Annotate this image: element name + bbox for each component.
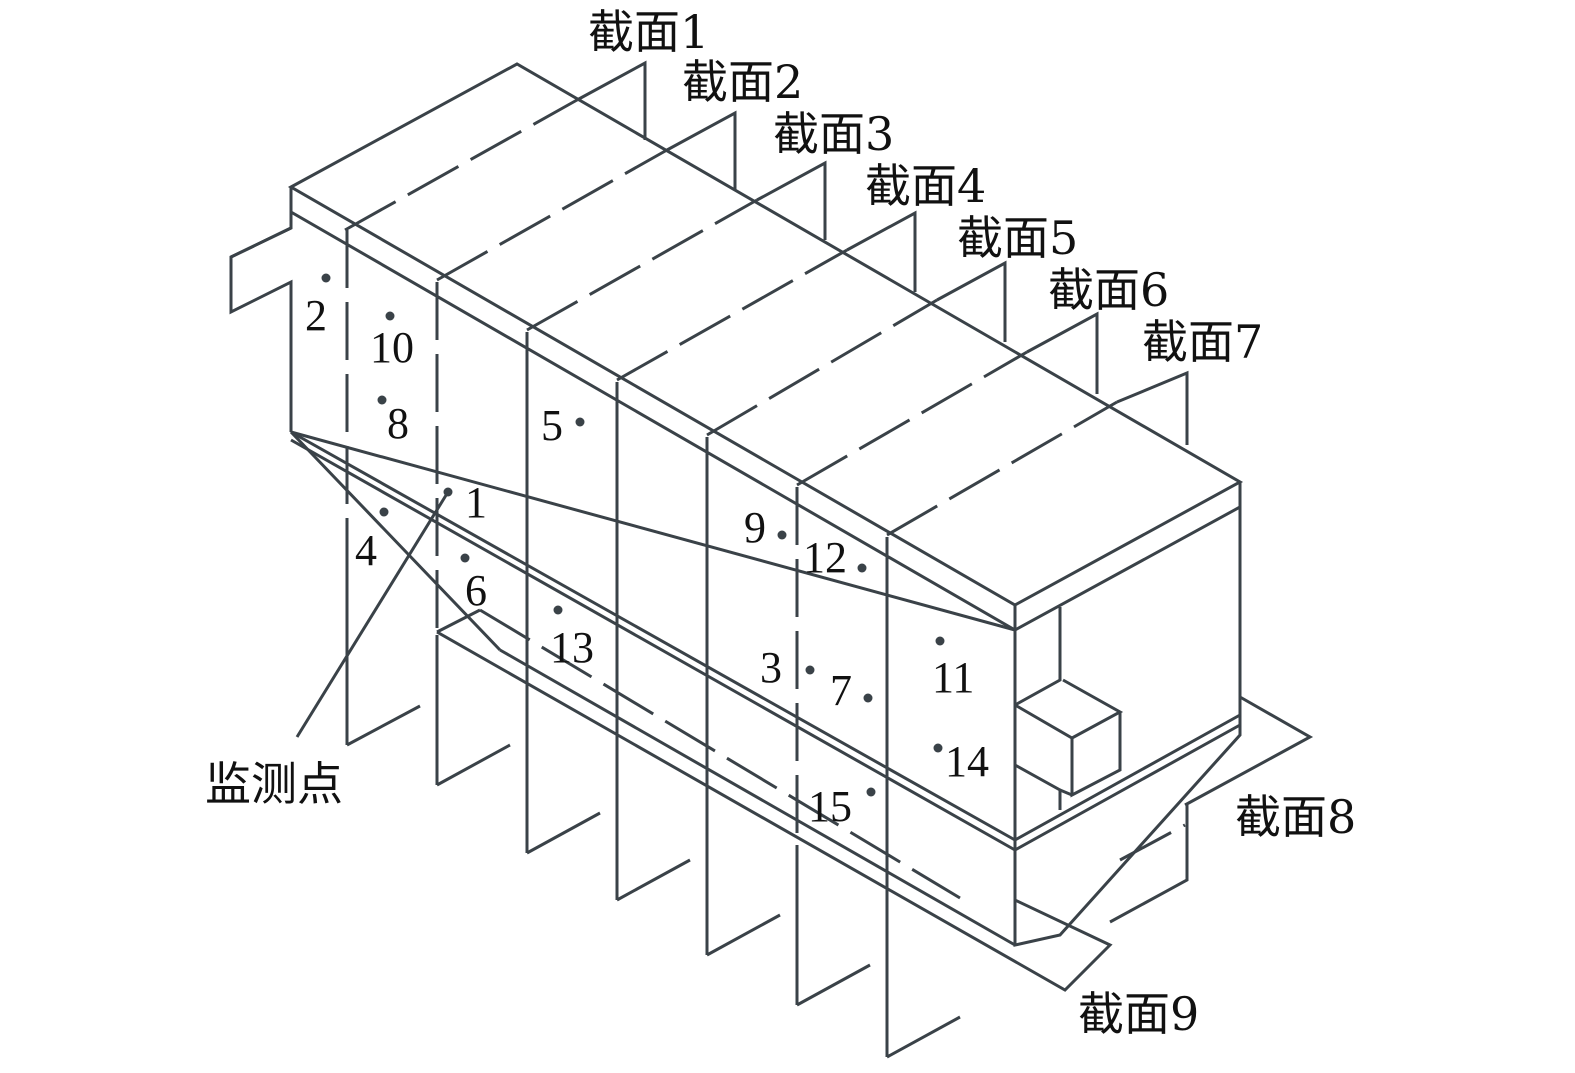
callout-leader-line (295, 491, 450, 738)
point-10-dot (385, 311, 395, 321)
point-3-label: 3 (760, 643, 782, 692)
point-14-dot (933, 743, 943, 753)
point-2-label: 2 (305, 291, 327, 340)
section-label-4: 截面4 (865, 159, 986, 213)
point-2-dot (321, 273, 331, 283)
point-1-label: 1 (465, 478, 487, 527)
point-15-dot (866, 787, 876, 797)
point-7-dot (863, 693, 873, 703)
section-label-9: 截面9 (1078, 987, 1199, 1041)
point-12-label: 12 (803, 533, 847, 582)
point-4-dot (379, 507, 389, 517)
point-8-label: 8 (387, 399, 409, 448)
section-label-1: 截面1 (588, 5, 709, 59)
section-planes (345, 60, 1314, 1059)
point-15-label: 15 (808, 782, 852, 831)
point-13-dot (553, 605, 563, 615)
section-plane-5 (936, 260, 1007, 342)
point-11-dot (935, 636, 945, 646)
section-plane-4 (846, 210, 917, 292)
callout-label: 监测点 (205, 757, 343, 811)
section-plane-7 (1116, 370, 1189, 445)
section-label-3: 截面3 (773, 107, 894, 161)
point-3-dot (805, 665, 815, 675)
point-4-label: 4 (355, 526, 377, 575)
section-plane-2 (666, 110, 737, 190)
point-8-dot (377, 395, 387, 405)
point-5-dot (575, 417, 585, 427)
point-9-dot (777, 530, 787, 540)
section-plane-3 (756, 160, 827, 240)
section-label-7: 截面7 (1142, 315, 1263, 369)
section-label-2: 截面2 (682, 55, 803, 109)
point-10-label: 10 (370, 323, 414, 372)
point-13-label: 13 (550, 623, 594, 672)
point-12-dot (857, 563, 867, 573)
point-9-label: 9 (744, 503, 766, 552)
monitoring-point-callout: 监测点 (205, 491, 450, 811)
section-label-5: 截面5 (957, 211, 1078, 265)
section-plane-6 (1026, 311, 1099, 394)
point-11-label: 11 (932, 653, 974, 702)
point-14-label: 14 (945, 737, 989, 786)
point-6-dot (460, 553, 470, 563)
box-body (229, 62, 1244, 947)
point-5-label: 5 (541, 401, 563, 450)
section-label-6: 截面6 (1048, 263, 1169, 317)
section-plane-9 (436, 608, 1113, 992)
section-label-8: 截面8 (1235, 790, 1356, 844)
point-6-label: 6 (465, 566, 487, 615)
point-7-label: 7 (830, 666, 852, 715)
section-plane-1 (576, 60, 647, 140)
monitoring-points: 1 2 3 4 5 6 7 8 9 10 11 12 13 14 15 (305, 273, 989, 831)
section-labels: 截面1 截面2 截面3 截面4 截面5 截面6 截面7 截面8 截面9 (588, 5, 1356, 1041)
